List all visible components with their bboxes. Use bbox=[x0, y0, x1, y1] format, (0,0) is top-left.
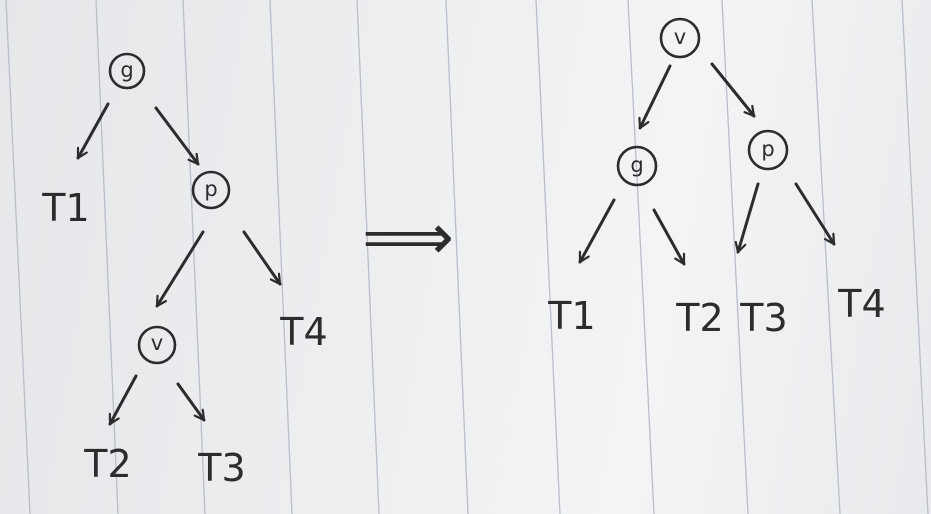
before-node-g: g bbox=[108, 52, 146, 90]
ruled-lines bbox=[5, 0, 929, 514]
after-node-p-label: p bbox=[761, 137, 774, 161]
after-node-g-label: g bbox=[630, 153, 643, 177]
before-edge-p-t4 bbox=[242, 230, 282, 286]
after-edge-v-p bbox=[710, 62, 756, 118]
after-node-v: v bbox=[659, 17, 701, 59]
before-node-v: v bbox=[137, 325, 177, 365]
before-edge-g-p bbox=[154, 106, 200, 166]
before-edge-g-t1 bbox=[76, 102, 110, 160]
tree-before: g p v T1 T4 T2 T3 bbox=[41, 52, 328, 490]
after-edge-p-t3 bbox=[738, 182, 760, 254]
after-edge-g-t1 bbox=[578, 198, 616, 264]
before-node-p: p bbox=[191, 170, 231, 210]
before-node-g-label: g bbox=[120, 58, 133, 82]
before-node-p-label: p bbox=[204, 177, 217, 201]
after-leaf-t4: T4 bbox=[837, 282, 885, 326]
implies-arrow: ⟹ bbox=[362, 201, 454, 275]
after-node-p: p bbox=[747, 129, 789, 171]
before-edge-v-t2 bbox=[108, 374, 138, 426]
before-node-v-label: v bbox=[151, 331, 163, 355]
before-leaf-t4: T4 bbox=[279, 310, 327, 354]
before-leaf-t3: T3 bbox=[197, 446, 245, 490]
before-edge-p-v bbox=[155, 230, 205, 308]
after-edge-p-t4 bbox=[794, 182, 836, 246]
before-leaf-t2: T2 bbox=[83, 442, 131, 486]
after-leaf-t1: T1 bbox=[547, 294, 595, 338]
after-node-v-label: v bbox=[674, 25, 686, 49]
after-edge-v-g bbox=[640, 64, 672, 130]
after-leaf-t2: T2 bbox=[675, 296, 723, 340]
before-leaf-t1: T1 bbox=[41, 186, 89, 230]
before-edges bbox=[76, 102, 282, 426]
after-leaf-t3: T3 bbox=[739, 296, 787, 340]
after-edge-g-t2 bbox=[652, 208, 686, 266]
after-node-g: g bbox=[616, 145, 658, 187]
before-edge-v-t3 bbox=[176, 382, 206, 422]
tree-after: v g p T1 T2 T3 T4 bbox=[547, 17, 886, 340]
after-edges bbox=[578, 62, 836, 266]
